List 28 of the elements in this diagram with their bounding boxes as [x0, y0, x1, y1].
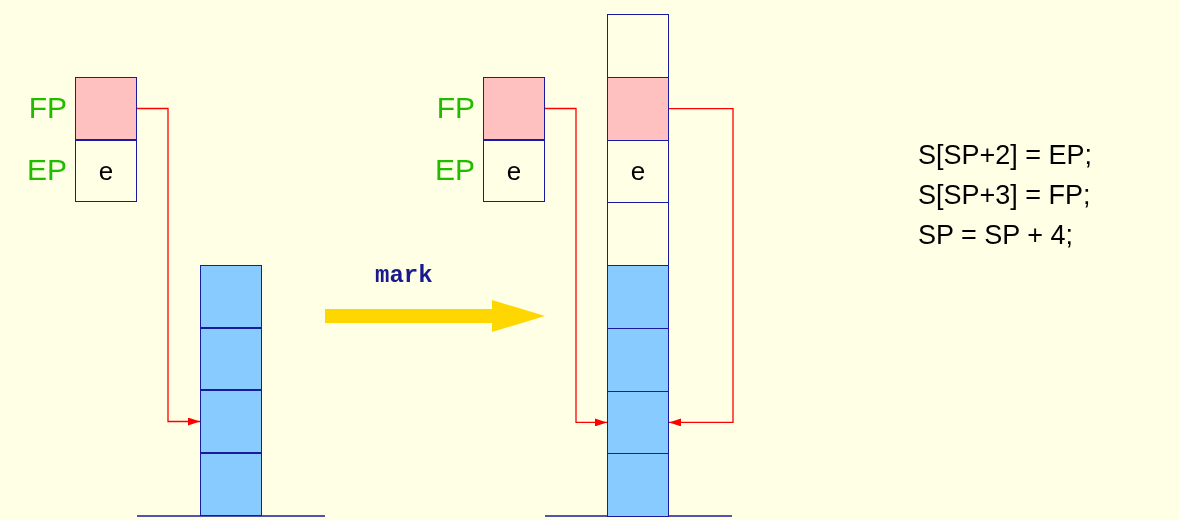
- cell-value: e: [630, 155, 646, 187]
- arrow: [668, 107, 734, 427]
- register-box: [483, 140, 545, 202]
- register-label: FP: [28, 90, 67, 125]
- register-label: FP: [436, 90, 475, 125]
- register-label: EP: [26, 153, 67, 187]
- step-label: mark: [375, 262, 433, 289]
- code-line: SP = SP + 4;: [918, 220, 1074, 251]
- stack-cell: [607, 76, 669, 141]
- arrow: [544, 107, 608, 427]
- stack-cell: [200, 453, 262, 516]
- stack-cell: [200, 328, 262, 390]
- cell-value: e: [98, 155, 114, 187]
- stack-cell: [200, 390, 262, 453]
- register-box: [75, 77, 137, 140]
- stack-cell: [607, 453, 669, 517]
- stack-cell: [200, 265, 262, 328]
- code-line: S[SP+3] = FP;: [918, 180, 1091, 211]
- arrow: [136, 107, 201, 426]
- register-box: [483, 77, 545, 140]
- stack-cell: [607, 327, 669, 392]
- stack-cell: [607, 265, 669, 329]
- cell-value: e: [506, 155, 522, 187]
- register-box: [75, 140, 137, 202]
- stack-cell: [607, 390, 669, 455]
- stack-cell: [607, 139, 669, 204]
- register-label: EP: [434, 153, 475, 187]
- code-line: S[SP+2] = EP;: [918, 140, 1093, 171]
